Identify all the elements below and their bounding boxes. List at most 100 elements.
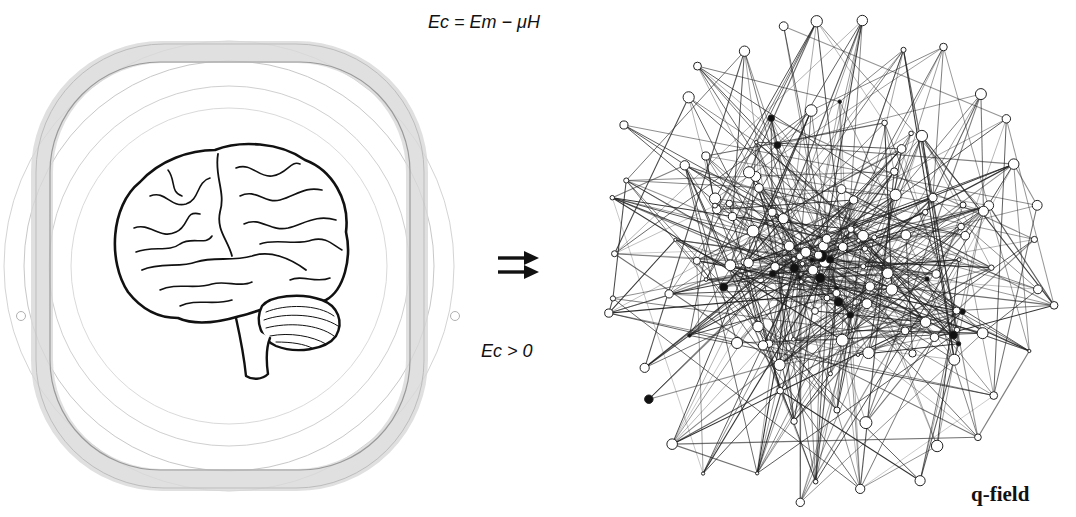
- network-node: [861, 264, 866, 269]
- network-link: [669, 274, 773, 294]
- network-node: [922, 209, 928, 215]
- network-link: [780, 227, 961, 365]
- network-link: [669, 280, 706, 294]
- network-link: [626, 172, 894, 181]
- network-node: [813, 479, 818, 484]
- network-link: [697, 66, 895, 195]
- network-link: [689, 97, 717, 209]
- network-link: [697, 261, 860, 489]
- network-node: [683, 92, 694, 103]
- network-node: [857, 15, 867, 25]
- network-link: [794, 374, 830, 422]
- network-link: [820, 278, 1054, 305]
- network-link: [780, 286, 870, 364]
- network-node: [925, 277, 929, 281]
- network-node: [808, 265, 818, 275]
- field-name: q-field: [968, 481, 1032, 508]
- network-node: [977, 328, 988, 339]
- network-node: [882, 268, 893, 279]
- network-node: [778, 214, 788, 224]
- network-node: [816, 273, 825, 282]
- network-link: [753, 136, 922, 231]
- network-node: [1032, 200, 1042, 210]
- network-node: [852, 329, 855, 332]
- network-node: [872, 235, 877, 240]
- network-node: [909, 350, 916, 357]
- network-node: [1050, 302, 1058, 310]
- network-node: [725, 260, 736, 271]
- network-node: [1031, 236, 1037, 242]
- network-node: [792, 337, 796, 341]
- network-link: [724, 261, 825, 287]
- network-node: [915, 476, 925, 486]
- network-node: [932, 270, 940, 278]
- network-node: [849, 196, 857, 204]
- network-node: [930, 333, 938, 341]
- network-node: [747, 225, 759, 237]
- network-link: [626, 180, 994, 395]
- network-link: [983, 289, 1038, 333]
- network-link: [724, 287, 920, 481]
- network-node: [739, 46, 749, 56]
- network-link: [626, 51, 744, 180]
- network-node: [796, 498, 804, 506]
- network-link: [626, 180, 706, 279]
- network-node: [1034, 285, 1043, 294]
- network-link: [989, 206, 1054, 306]
- network-node: [674, 238, 677, 241]
- network-link: [715, 199, 839, 302]
- network-link: [867, 235, 906, 304]
- network-node: [838, 242, 847, 251]
- network-link: [957, 305, 1055, 310]
- network-link: [626, 180, 895, 194]
- network-link: [672, 256, 800, 444]
- network-link: [1006, 119, 1054, 306]
- network-link: [806, 149, 902, 252]
- network-node: [909, 131, 914, 136]
- network-link: [703, 345, 763, 473]
- network-link: [773, 198, 933, 274]
- network-node: [612, 251, 618, 257]
- network-link: [927, 227, 961, 279]
- network-link: [799, 278, 801, 503]
- network-link: [672, 331, 905, 444]
- network-link: [645, 259, 794, 368]
- network-node: [931, 440, 942, 451]
- network-node: [1002, 115, 1010, 123]
- network-link: [612, 198, 703, 474]
- network-graph: [605, 15, 1058, 506]
- network-link: [615, 97, 689, 253]
- network-link: [612, 198, 842, 341]
- network-node: [837, 185, 846, 194]
- network-link: [905, 239, 1034, 330]
- network-node: [680, 161, 689, 170]
- network-node: [856, 353, 859, 356]
- network-link: [811, 47, 943, 110]
- network-node: [645, 395, 653, 403]
- network-node: [769, 271, 776, 278]
- network-link: [927, 279, 978, 437]
- network-node: [731, 337, 742, 348]
- network-link: [812, 260, 953, 335]
- network-node: [960, 202, 966, 208]
- network-node: [856, 239, 860, 243]
- network-node: [824, 295, 830, 301]
- network-link: [854, 279, 927, 330]
- network-link: [842, 340, 860, 489]
- network-link: [724, 252, 806, 287]
- network-node: [860, 417, 872, 429]
- network-link: [812, 119, 1006, 260]
- network-node: [828, 372, 832, 376]
- network-link: [818, 255, 905, 331]
- network-node: [834, 298, 843, 307]
- network-link: [913, 164, 1014, 353]
- network-link: [715, 47, 943, 199]
- network-node: [826, 256, 833, 263]
- network-link: [756, 142, 901, 149]
- network-node: [713, 203, 718, 208]
- network-link: [615, 254, 780, 365]
- network-node: [753, 321, 764, 332]
- network-link: [818, 206, 988, 256]
- network-node: [957, 258, 961, 262]
